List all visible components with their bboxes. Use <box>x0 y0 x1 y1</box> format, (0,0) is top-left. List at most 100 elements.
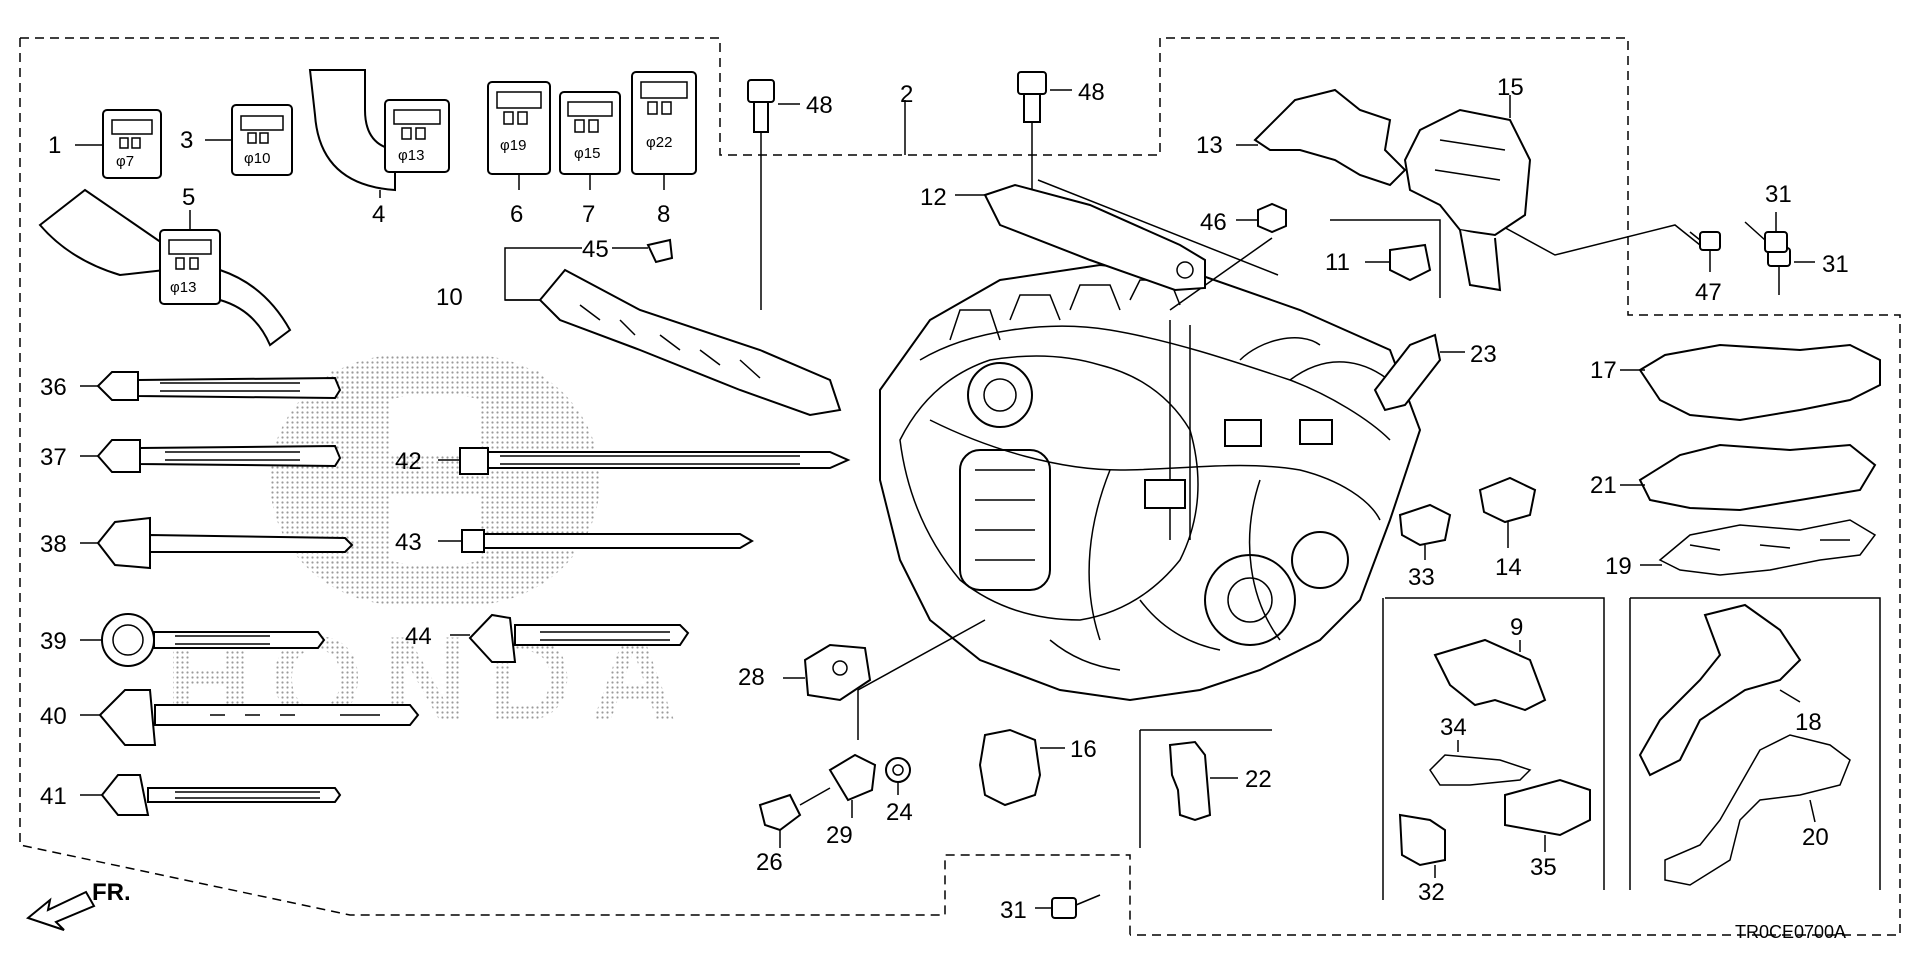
tie-41 <box>80 774 342 816</box>
tie-39 <box>80 613 326 667</box>
callout-42: 42 <box>395 448 422 475</box>
callout-6: 6 <box>510 201 523 228</box>
callout-5: 5 <box>182 184 195 211</box>
pipe-26 <box>758 787 831 848</box>
callout-34: 34 <box>1440 714 1467 741</box>
callout-39: 39 <box>40 628 67 655</box>
bracket-33 <box>1398 503 1452 560</box>
cover-21 <box>1620 443 1877 512</box>
callout-11: 11 <box>1325 249 1350 276</box>
bracket-18 <box>1638 603 1802 777</box>
bracket-20 <box>1664 734 1851 886</box>
callout-22: 22 <box>1245 766 1272 793</box>
group-borders <box>19 37 1901 936</box>
callout-17: 17 <box>1590 357 1617 384</box>
callout-31-bottom: 31 <box>1000 897 1027 924</box>
clip-size-3: φ10 <box>244 150 270 167</box>
engine-assembly <box>879 263 1422 702</box>
bracket-12 <box>955 183 1206 292</box>
callout-48-right: 48 <box>1078 79 1105 106</box>
callout-35: 35 <box>1530 854 1557 881</box>
bolt-31-b <box>1744 212 1788 253</box>
leader-lines <box>857 179 1701 740</box>
bracket-34 <box>1429 740 1532 786</box>
bolt-48-a <box>747 79 800 310</box>
clip-size-5: φ13 <box>170 279 196 296</box>
callout-20: 20 <box>1802 824 1829 851</box>
connector-14 <box>1478 476 1537 548</box>
callout-18: 18 <box>1795 709 1822 736</box>
bracket-13 <box>1236 88 1407 187</box>
callout-47: 47 <box>1695 279 1722 306</box>
callout-45: 45 <box>582 236 609 263</box>
clip-7: φ15 <box>559 91 621 190</box>
callout-43: 43 <box>395 529 422 556</box>
sensor-29 <box>828 753 877 818</box>
callout-37: 37 <box>40 444 67 471</box>
bolt-31-a <box>1767 247 1815 295</box>
callout-29: 29 <box>826 822 853 849</box>
callout-12: 12 <box>920 184 947 211</box>
front-direction-arrow <box>25 890 96 931</box>
grommet-28 <box>783 643 872 702</box>
bolt-47 <box>1689 231 1721 272</box>
callout-32: 32 <box>1418 879 1445 906</box>
tie-37 <box>80 439 342 473</box>
nut-46 <box>1236 202 1287 234</box>
callout-31-right: 31 <box>1822 251 1849 278</box>
relay-box-15 <box>1403 95 1532 292</box>
honda-logo-watermark <box>270 355 600 605</box>
tie-40 <box>80 689 420 746</box>
callout-labels: 1 2 3 4 5 6 7 8 9 10 11 12 13 14 15 16 1… <box>40 74 1849 924</box>
bracket-19 <box>1640 519 1877 576</box>
callout-19: 19 <box>1605 553 1632 580</box>
tie-42 <box>438 447 851 475</box>
clip-6: φ19 <box>487 81 551 190</box>
tie-36 <box>80 371 342 401</box>
front-direction-label: FR. <box>92 879 131 906</box>
cover-9 <box>1433 638 1547 712</box>
clip-size-4: φ13 <box>398 147 424 164</box>
clip-8: φ22 <box>631 71 697 190</box>
tie-43 <box>438 529 754 553</box>
bolt-48-b <box>1017 71 1072 195</box>
boot-16 <box>978 728 1065 807</box>
callout-15: 15 <box>1497 74 1524 101</box>
clip-4: φ13 <box>308 69 450 198</box>
callout-46: 46 <box>1200 209 1227 236</box>
tie-38 <box>80 516 354 570</box>
callout-13: 13 <box>1196 132 1223 159</box>
tie-44 <box>450 613 690 663</box>
callout-23: 23 <box>1470 341 1497 368</box>
callout-4: 4 <box>372 201 385 228</box>
callout-40: 40 <box>40 703 67 730</box>
bracket-23 <box>1373 333 1465 412</box>
callout-38: 38 <box>40 531 67 558</box>
bracket-35 <box>1504 778 1591 852</box>
cover-17 <box>1620 343 1881 422</box>
bolt-31-c <box>1035 894 1101 919</box>
callout-8: 8 <box>657 201 670 228</box>
callout-41: 41 <box>40 783 67 810</box>
callout-28: 28 <box>738 664 765 691</box>
callout-33: 33 <box>1408 564 1435 591</box>
clip-size-1: φ7 <box>116 153 134 170</box>
callout-26: 26 <box>756 849 783 876</box>
clip-45 <box>612 238 674 264</box>
callout-14: 14 <box>1495 554 1522 581</box>
cover-22 <box>1168 740 1238 822</box>
callout-31-top: 31 <box>1765 181 1792 208</box>
washer-24 <box>885 757 911 795</box>
callout-21: 21 <box>1590 472 1617 499</box>
callout-16: 16 <box>1070 736 1097 763</box>
bracket-32 <box>1398 813 1446 878</box>
clip-5: φ13 <box>38 188 292 347</box>
clip-3: φ10 <box>205 104 293 176</box>
clip-size-8: φ22 <box>646 134 672 151</box>
callout-10: 10 <box>436 284 463 311</box>
diagram-code: TR0CE0700A <box>1735 922 1846 942</box>
callout-48-left: 48 <box>806 92 833 119</box>
bracket-11 <box>1365 243 1432 282</box>
callout-1: 1 <box>48 132 61 159</box>
